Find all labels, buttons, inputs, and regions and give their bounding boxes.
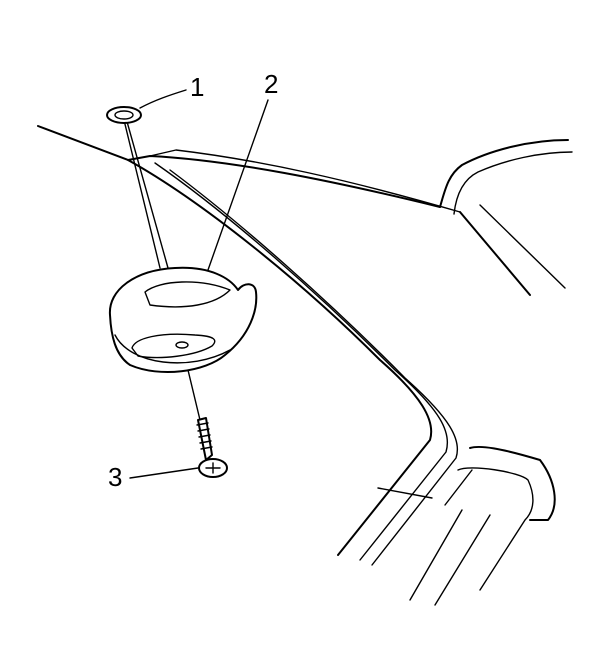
alignment-line-left [122,115,161,269]
bezel-slot [131,333,216,359]
leader-3 [129,467,199,479]
screw-phillips-cross [205,462,221,474]
rear-panel-line [479,204,566,289]
part-bezel [108,266,258,374]
leader-1 [139,89,187,109]
seat-bracket-edge [444,469,473,506]
seat-lower-line [409,509,463,601]
bezel-body [108,266,258,374]
callout-leaders [129,89,269,479]
panel-joint-line [377,487,433,499]
rear-panel-edge [459,211,531,296]
seat-bracket-inner [457,467,534,591]
screw-threads [196,422,213,450]
part-cap [106,106,142,124]
bezel-lower-contour [114,334,231,364]
alignment-line-right [125,117,169,269]
seat-bracket-outline [469,445,556,521]
callout-1-label: 1 [190,72,204,102]
vehicle-body [37,125,573,606]
pillar-inner-edge [154,162,449,561]
pillar-trim-line [169,169,459,566]
headrest-outline [439,139,569,208]
screw-shank [197,417,213,461]
callout-2-label: 2 [264,69,278,99]
leader-2 [207,99,269,271]
seat-lower-line-2 [434,514,491,606]
cap-outer [106,106,142,124]
roof-edge-line [37,125,441,208]
bezel-top-opening [144,281,231,308]
callout-3-label: 3 [108,462,122,492]
cap-inner [114,110,134,120]
bezel-screw-hole [175,341,189,349]
headrest-seam [453,151,573,215]
roof-trim-line [149,149,461,213]
pillar-outer-edge [127,159,433,556]
part-screw [196,417,228,478]
